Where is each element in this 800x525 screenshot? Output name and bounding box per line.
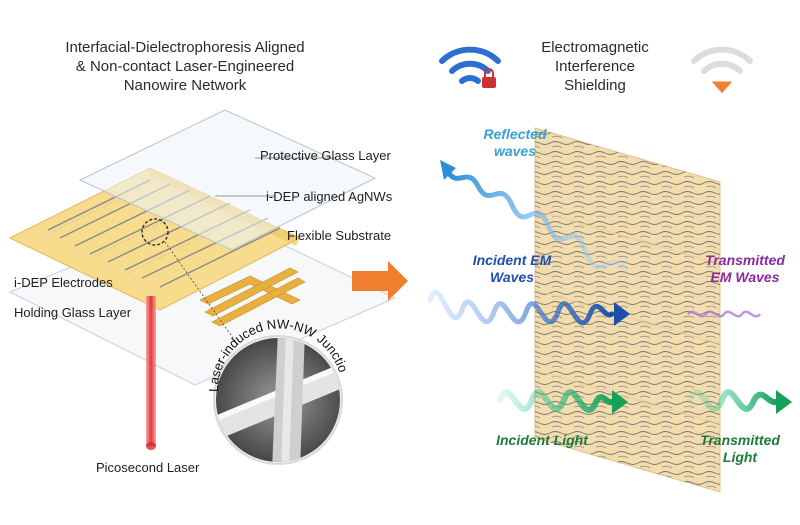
incident-em-line-2: Waves xyxy=(489,269,535,285)
transmitted-light-line-1: Transmitted xyxy=(700,432,780,448)
left-title-line-1: Interfacial-Dielectrophoresis Aligned xyxy=(65,39,305,56)
i-dep-electrodes xyxy=(199,267,306,327)
incident-light-line-1: Incident Light xyxy=(496,432,588,448)
flexible-substrate-label: Flexible Substrate xyxy=(287,228,392,243)
transmitted-em-wave xyxy=(687,310,761,318)
leader-lines xyxy=(215,157,335,197)
incident-em-line-1: Incident EM xyxy=(472,252,552,268)
reflected-waves-label: Reflected waves xyxy=(470,126,560,160)
wifi-locked-icon xyxy=(439,46,501,88)
right-arrow-icon xyxy=(352,261,408,301)
transmitted-light-label: Transmitted Light xyxy=(690,432,790,466)
incident-light-label: Incident Light xyxy=(482,432,602,449)
reflected-line-2: waves xyxy=(493,143,537,159)
electrodes-label: i-DEP Electrodes xyxy=(14,275,113,290)
left-title: Interfacial-Dielectrophoresis Aligned & … xyxy=(30,38,340,95)
layer-stack xyxy=(8,109,397,386)
left-title-line-2: & Non-contact Laser-Engineered xyxy=(75,58,295,75)
sem-junction-image xyxy=(213,335,343,465)
aligned-agnws-label: i-DEP aligned AgNWs xyxy=(266,189,393,204)
protective-glass-label: Protective Glass Layer xyxy=(260,148,391,163)
reflected-wave xyxy=(440,160,628,273)
holding-glass-label: Holding Glass Layer xyxy=(14,305,132,320)
right-title-line-3: Shielding xyxy=(564,77,626,94)
incident-light-wave xyxy=(497,389,628,414)
right-title: Electromagnetic Interference Shielding xyxy=(520,38,670,95)
junction-marker xyxy=(141,218,169,246)
right-title-line-2: Interference xyxy=(554,58,636,75)
reflected-line-1: Reflected xyxy=(483,126,547,142)
left-title-line-3: Nanowire Network xyxy=(123,77,247,94)
laser-label: Picosecond Laser xyxy=(96,460,200,475)
wifi-weak-icon xyxy=(691,46,753,94)
right-title-line-1: Electromagnetic xyxy=(541,39,649,56)
transmitted-light-wave xyxy=(687,389,792,414)
incident-em-label: Incident EM Waves xyxy=(457,252,567,286)
transmitted-em-label: Transmitted EM Waves xyxy=(690,252,800,286)
transmitted-em-line-2: EM Waves xyxy=(710,269,780,285)
incident-em-wave xyxy=(427,289,630,326)
picosecond-laser-beam xyxy=(146,296,156,450)
protective-glass-layer xyxy=(78,109,377,251)
transmitted-em-line-1: Transmitted xyxy=(705,252,785,268)
transmitted-light-line-2: Light xyxy=(722,449,758,465)
